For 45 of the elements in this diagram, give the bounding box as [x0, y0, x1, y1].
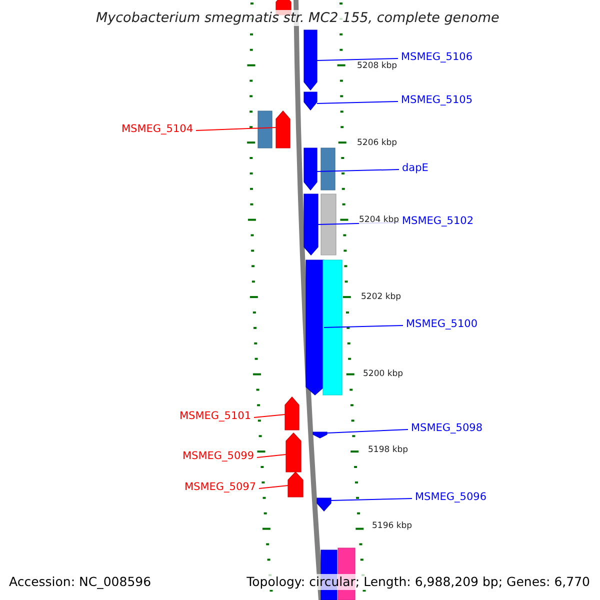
gene-feature	[317, 498, 331, 511]
leader-line	[316, 58, 398, 61]
gene-bar	[323, 260, 342, 395]
scale-label: 5200 kbp	[363, 368, 404, 380]
scale-label: 5196 kbp	[372, 520, 412, 532]
gene-bar	[321, 194, 336, 255]
leader-line	[330, 498, 412, 501]
gene-label: dapE	[402, 162, 428, 175]
accession-text: Accession: NC_008596	[9, 574, 152, 590]
leader-line	[326, 429, 408, 434]
gene-bar	[258, 111, 272, 148]
scale-label: 5206 kbp	[357, 137, 398, 149]
leader-line	[316, 169, 400, 172]
leader-line	[256, 454, 286, 458]
scale-label: 5208 kbp	[357, 60, 398, 72]
scale-label: 5204 kbp	[359, 214, 400, 226]
gene-feature	[285, 397, 299, 430]
gene-feature	[288, 472, 303, 497]
gene-feature	[304, 194, 318, 255]
gene-feature	[304, 92, 317, 110]
gene-label: MSMEG_5098	[411, 422, 483, 435]
gene-feature	[304, 148, 317, 190]
gene-feature	[276, 111, 290, 148]
gene-label: MSMEG_5104	[121, 123, 193, 136]
leader-line	[196, 127, 276, 131]
gene-label: MSMEG_5096	[415, 491, 487, 504]
gene-label: MSMEG_5102	[402, 215, 474, 228]
genome-info-text: Topology: circular; Length: 6,988,209 bp; Genes: 6,770	[246, 574, 590, 590]
leader-line	[258, 485, 288, 489]
gene-bar	[321, 148, 335, 190]
gene-label: MSMEG_5101	[179, 410, 251, 423]
title: Mycobacterium smegmatis str. MC2 155, complete genome	[96, 10, 500, 26]
gene-feature	[286, 433, 301, 472]
leader-line	[324, 325, 404, 328]
scale-label: 5202 kbp	[361, 291, 402, 303]
gene-label: MSMEG_5097	[184, 481, 256, 494]
gene-label: MSMEG_5099	[182, 450, 254, 463]
gene-label: MSMEG_5106	[401, 51, 473, 64]
gene-label: MSMEG_5100	[406, 318, 478, 331]
scale-label: 5198 kbp	[368, 444, 408, 456]
gene-feature	[306, 260, 324, 395]
gene-feature	[313, 432, 327, 438]
leader-line	[316, 101, 398, 104]
leader-line	[254, 414, 286, 418]
gene-label: MSMEG_5105	[401, 94, 473, 107]
